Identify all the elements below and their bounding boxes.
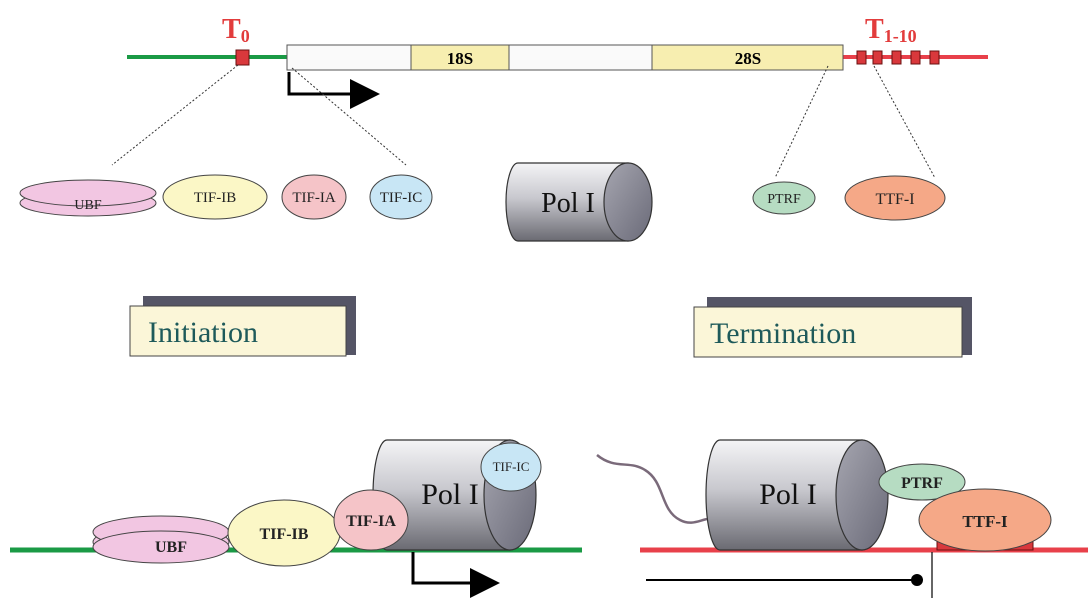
tif-ic-factor: TIF-IC: [369, 174, 433, 220]
ttf-i-factor: TTF-I: [844, 175, 946, 221]
tif-ib-initiation: TIF-IB: [227, 499, 341, 567]
ptrf-termination: PTRF: [878, 463, 966, 501]
pol-i-termination-label: Pol I: [759, 478, 817, 511]
transcript-end-dot: [911, 574, 923, 586]
termination-heading-box: Termination: [693, 297, 972, 358]
ptrf-termination-label: PTRF: [901, 475, 943, 492]
initiation-heading-box: Initiation: [129, 296, 356, 357]
ttf-i-termination-label: TTF-I: [962, 512, 1008, 531]
ttf-i-termination: TTF-I: [918, 488, 1052, 552]
tif-ic-initiation: TIF-IC: [480, 442, 542, 492]
ttf-i-label: TTF-I: [875, 191, 914, 208]
nascent-rna: [596, 454, 716, 524]
transcription-start-arrow: [287, 72, 380, 109]
tif-ib-label: TIF-IB: [194, 190, 237, 206]
pol-i-termination: Pol I: [705, 439, 889, 551]
tif-ia-factor: TIF-IA: [281, 174, 347, 220]
tif-ic-initiation-label: TIF-IC: [493, 459, 530, 474]
t1-10-label: T1-10: [865, 14, 917, 46]
segment-28s: [651, 44, 844, 71]
pol-i-initiation-label: Pol I: [421, 478, 479, 511]
t0-label: T0: [222, 14, 250, 46]
ptrf-label: PTRF: [767, 192, 801, 207]
zoom-guide-lines: [111, 64, 936, 179]
ubf-initiation: UBF: [92, 515, 230, 564]
t1-10-terminator-boxes: [856, 50, 940, 65]
tif-ia-label: TIF-IA: [292, 190, 335, 206]
pol-i-free: Pol I: [505, 162, 653, 242]
termination-heading: Termination: [710, 317, 856, 350]
pol-i-label: Pol I: [541, 188, 595, 219]
tif-ia-initiation: TIF-IA: [333, 489, 409, 551]
tif-ia-initiation-label: TIF-IA: [346, 513, 396, 530]
ptrf-factor: PTRF: [752, 181, 816, 215]
segment-18s: [410, 44, 510, 71]
initiation-transcription-arrow: [411, 552, 500, 598]
ubf-label: UBF: [74, 198, 101, 213]
ubf-initiation-label: UBF: [155, 539, 187, 556]
t0-terminator-box: [235, 49, 250, 66]
ubf-factor: UBF: [19, 179, 157, 217]
tif-ib-factor: TIF-IB: [162, 174, 268, 220]
tif-ic-label: TIF-IC: [380, 190, 423, 206]
initiation-heading: Initiation: [148, 316, 258, 349]
segment-28s-label: 28S: [735, 49, 761, 68]
segment-18s-label: 18S: [447, 49, 473, 68]
tif-ib-initiation-label: TIF-IB: [260, 526, 309, 543]
